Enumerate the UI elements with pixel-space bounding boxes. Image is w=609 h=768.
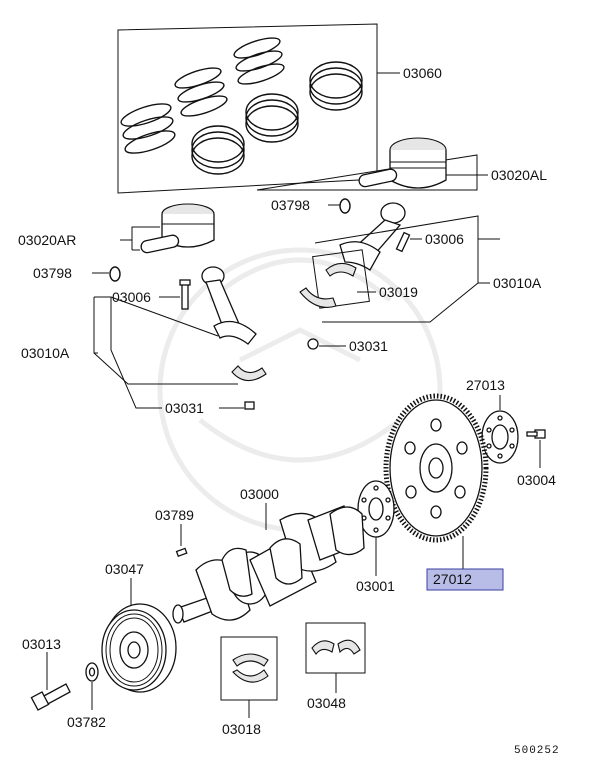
piston-rings-set[interactable] bbox=[117, 23, 378, 194]
label-03010a-left[interactable]: 03010A bbox=[21, 345, 70, 361]
label-03006-upper[interactable]: 03006 bbox=[425, 231, 464, 247]
label-03789[interactable]: 03789 bbox=[155, 507, 194, 523]
label-03013[interactable]: 03013 bbox=[22, 636, 61, 652]
bolt-03013[interactable] bbox=[30, 683, 71, 711]
label-03001[interactable]: 03001 bbox=[356, 578, 395, 594]
thrust-bearing-03048[interactable] bbox=[305, 622, 366, 674]
nut-03031-upper[interactable] bbox=[307, 338, 319, 350]
label-03020ar[interactable]: 03020AR bbox=[18, 232, 76, 248]
snap-ring-03798-upper[interactable] bbox=[339, 198, 351, 214]
label-03000[interactable]: 03000 bbox=[240, 486, 279, 502]
label-03031-upper[interactable]: 03031 bbox=[349, 338, 388, 354]
diagram-code: 500252 bbox=[514, 745, 560, 757]
label-03782[interactable]: 03782 bbox=[67, 714, 106, 730]
label-03018[interactable]: 03018 bbox=[222, 721, 261, 737]
bearing-03019[interactable] bbox=[299, 249, 370, 309]
label-03019[interactable]: 03019 bbox=[379, 284, 418, 300]
adapter-plate-27013[interactable] bbox=[481, 410, 519, 464]
bolt-03004[interactable] bbox=[526, 429, 546, 439]
label-03004[interactable]: 03004 bbox=[517, 472, 556, 488]
crankshaft-03000[interactable] bbox=[172, 505, 365, 624]
key-03789[interactable] bbox=[175, 547, 188, 558]
label-03060[interactable]: 03060 bbox=[403, 65, 442, 81]
label-03047[interactable]: 03047 bbox=[105, 561, 144, 577]
label-03031-lower[interactable]: 03031 bbox=[165, 400, 204, 416]
piston-03020ar[interactable] bbox=[140, 203, 215, 254]
bearing-lower[interactable] bbox=[231, 365, 267, 382]
washer-03782[interactable] bbox=[85, 662, 99, 682]
snap-ring-03798-lower[interactable] bbox=[109, 266, 121, 282]
label-03020al[interactable]: 03020AL bbox=[491, 167, 547, 183]
spacer-03001[interactable] bbox=[357, 480, 395, 538]
crank-pulley-03047[interactable] bbox=[101, 603, 177, 693]
label-27012[interactable]: 27012 bbox=[433, 571, 472, 587]
label-03048[interactable]: 03048 bbox=[307, 695, 346, 711]
main-bearing-03018[interactable] bbox=[220, 636, 278, 701]
label-03010a-right[interactable]: 03010A bbox=[493, 275, 542, 291]
connecting-rod-lower[interactable] bbox=[179, 266, 257, 345]
label-27013[interactable]: 27013 bbox=[466, 377, 505, 393]
label-03006-lower[interactable]: 03006 bbox=[112, 289, 151, 305]
piston-03020al[interactable] bbox=[256, 137, 478, 191]
drive-plate-27012[interactable] bbox=[383, 393, 489, 543]
connecting-rod-upper[interactable] bbox=[339, 202, 411, 271]
label-03798-upper[interactable]: 03798 bbox=[271, 197, 310, 213]
label-03798-lower[interactable]: 03798 bbox=[33, 265, 72, 281]
nut-03031-lower[interactable] bbox=[244, 401, 255, 410]
highlight-27012 bbox=[426, 568, 504, 591]
